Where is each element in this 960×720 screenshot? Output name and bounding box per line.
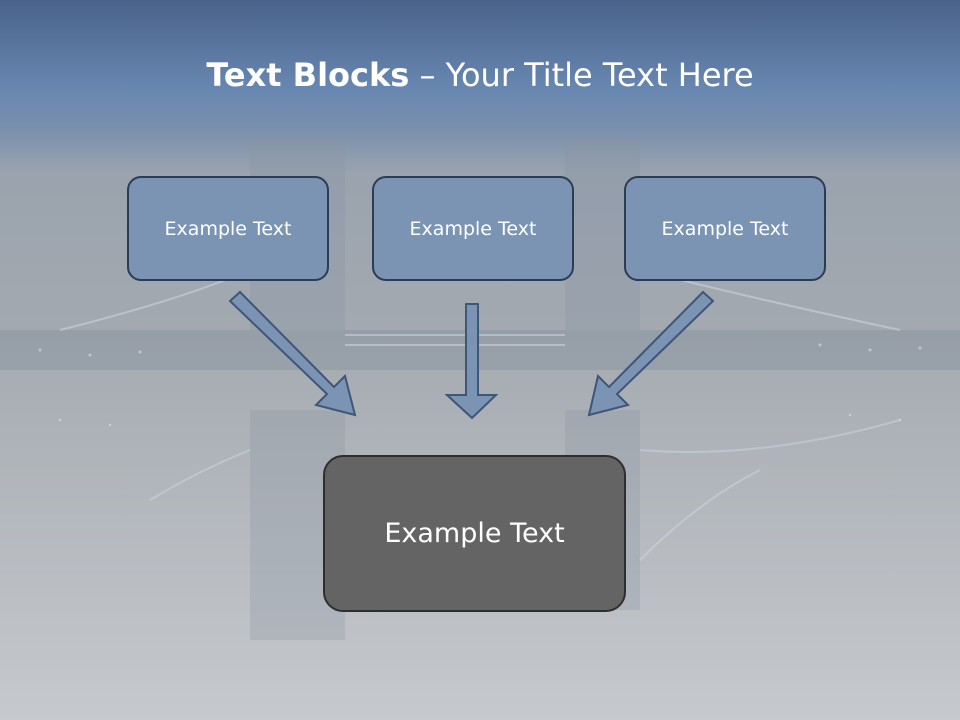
text-block-1: Example Text — [127, 176, 329, 281]
title-rest: – Your Title Text Here — [409, 56, 754, 94]
text-block-3-label: Example Text — [661, 217, 789, 240]
text-block-1-label: Example Text — [164, 217, 292, 240]
arrow-left — [228, 290, 357, 417]
main-text-block-label: Example Text — [384, 518, 565, 549]
text-block-3: Example Text — [624, 176, 826, 281]
arrow-right — [587, 290, 715, 417]
title-strong: Text Blocks — [206, 56, 410, 94]
main-text-block: Example Text — [323, 455, 626, 612]
arrow-center — [444, 303, 499, 420]
text-block-2: Example Text — [372, 176, 574, 281]
text-block-2-label: Example Text — [409, 217, 537, 240]
slide-title: Text Blocks – Your Title Text Here — [0, 52, 960, 98]
